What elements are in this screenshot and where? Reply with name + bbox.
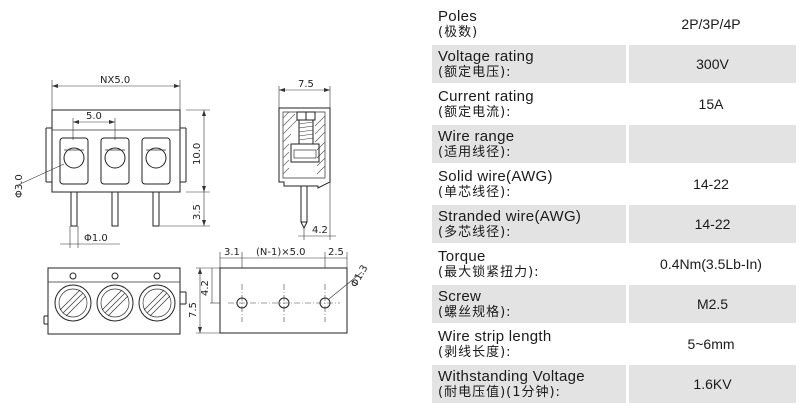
spec-label: Stranded wire(AWG)(多芯线径): <box>432 205 626 243</box>
spec-value: 5~6mm <box>687 336 735 352</box>
spec-label-en: Withstanding Voltage <box>438 368 585 385</box>
spec-value: 2P/3P/4P <box>681 16 741 32</box>
spec-label-en: Solid wire(AWG) <box>438 168 553 185</box>
dim-off31: 3.1 <box>224 247 240 258</box>
spec-label-en: Screw <box>438 288 482 305</box>
spec-label-en: Current rating <box>438 88 534 105</box>
spec-value: 1.6KV <box>629 365 796 403</box>
dim-pitch: 5.0 <box>86 111 102 122</box>
spec-label: Voltage rating(额定电压): <box>432 45 626 83</box>
dim-dia30: Φ3.0 <box>14 174 25 198</box>
spec-label-cn: (适用线径): <box>438 145 512 160</box>
spec-value: 14-22 <box>629 205 796 243</box>
spec-row: Voltage rating(额定电压):300V <box>432 44 796 84</box>
spec-label-cn: (额定电压): <box>438 65 512 80</box>
pcb-footprint: 3.1 (N-1)×5.0 2.5 Φ1.3 4.2 7.5 <box>188 247 370 334</box>
dim-pin35: 3.5 <box>192 204 203 220</box>
spec-label: Solid wire(AWG)(单芯线径): <box>432 164 626 204</box>
spec-label-cn: (额定电流): <box>438 105 512 120</box>
technical-drawing: NX5.0 5.0 <box>14 75 370 335</box>
spec-row: Solid wire(AWG)(单芯线径): 14-22 <box>432 164 796 204</box>
dim-depth75: 7.5 <box>298 79 314 90</box>
spec-label-cn: (单芯线径): <box>438 185 512 200</box>
spec-label-en: Torque <box>438 248 486 265</box>
spec-row: Screw(螺丝规格):M2.5 <box>432 284 796 324</box>
spec-label-en: Voltage rating <box>438 48 534 65</box>
spec-value: 15A <box>698 96 724 112</box>
spec-row: Stranded wire(AWG)(多芯线径):14-22 <box>432 204 796 244</box>
spec-label-cn: (剥线长度): <box>438 345 512 360</box>
spec-label-en: Wire strip length <box>438 328 552 345</box>
spec-value: 0.4Nm(3.5Lb-In) <box>660 256 762 272</box>
spec-label-cn: (耐电压值)(1分钟): <box>438 385 561 400</box>
dim-bot75: 7.5 <box>188 302 199 318</box>
spec-row: Torque(最大锁紧扭力): 0.4Nm(3.5Lb-In) <box>432 244 796 284</box>
spec-label: Current rating(额定电流): <box>432 84 626 124</box>
spec-row: Wire strip length(剥线长度): 5~6mm <box>432 324 796 364</box>
spec-value <box>629 125 796 163</box>
dim-n1x5: (N-1)×5.0 <box>256 247 306 258</box>
dim-hole13: Φ1.3 <box>349 263 370 289</box>
spec-label: Screw(螺丝规格): <box>432 285 626 323</box>
spec-value: 14-22 <box>693 176 729 192</box>
dim-side42: 4.2 <box>312 225 328 236</box>
dim-nx5: NX5.0 <box>100 75 130 86</box>
spec-value: M2.5 <box>629 285 796 323</box>
spec-label-cn: (极数) <box>438 25 479 40</box>
top-view <box>43 267 187 335</box>
dim-off25: 2.5 <box>328 247 344 258</box>
spec-row: Withstanding Voltage(耐电压值)(1分钟):1.6KV <box>432 364 796 404</box>
spec-label: Withstanding Voltage(耐电压值)(1分钟): <box>432 365 626 403</box>
dim-height10: 10.0 <box>192 143 203 165</box>
side-view: 7.5 <box>278 79 336 240</box>
dim-bot42: 4.2 <box>200 280 211 296</box>
spec-label: Torque(最大锁紧扭力): <box>432 244 626 284</box>
spec-label-en: Stranded wire(AWG) <box>438 208 582 225</box>
spec-label: Wire strip length(剥线长度): <box>432 324 626 364</box>
spec-label-cn: (最大锁紧扭力): <box>438 265 540 280</box>
spec-label-cn: (多芯线径): <box>438 225 512 240</box>
spec-label-en: Poles <box>438 8 478 25</box>
spec-label: Wire range(适用线径): <box>432 125 626 163</box>
spec-label: Poles(极数) <box>432 4 626 44</box>
spec-value: 300V <box>629 45 796 83</box>
spec-label-en: Wire range <box>438 128 515 145</box>
spec-row: Wire range(适用线径): <box>432 124 796 164</box>
dim-pin-dia: Φ1.0 <box>84 233 108 244</box>
front-view: NX5.0 5.0 <box>14 75 210 248</box>
spec-row: Poles(极数) 2P/3P/4P <box>432 4 796 44</box>
spec-label-cn: (螺丝规格): <box>438 305 512 320</box>
spec-row: Current rating(额定电流): 15A <box>432 84 796 124</box>
